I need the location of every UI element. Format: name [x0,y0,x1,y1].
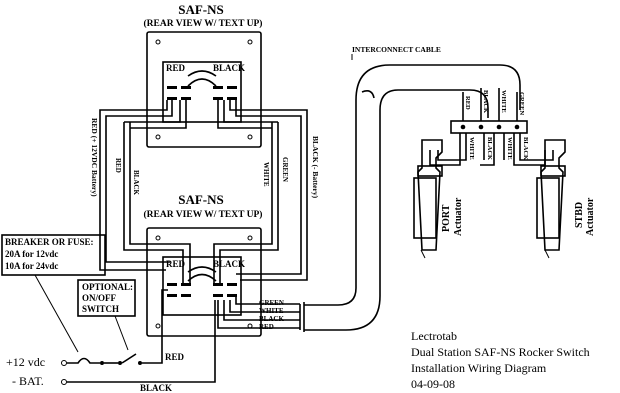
title-line2: Dual Station SAF-NS Rocker Switch [411,345,590,359]
junction-bottom-black-1: BLACK [486,137,493,160]
right-supply-label: BLACK (- Battery) [311,136,320,199]
top-switch: SAF-NS (REAR VIEW W/ TEXT UP) RED BLACK [144,2,263,148]
bottom-switch: SAF-NS (REAR VIEW W/ TEXT UP) RED BLACK [144,192,263,337]
stbd-actuator-label: Actuator [585,197,596,236]
bottom-switch-red-label: RED [166,259,186,269]
cable-label: INTERCONNECT CABLE [352,45,441,54]
stbd-actuator: STBD Actuator [536,139,596,259]
junction-top-red: RED [464,96,471,110]
junction-top-white: WHITE [500,90,507,113]
bottom-switch-terminals [167,266,237,297]
top-switch-title: SAF-NS [178,2,224,17]
optional-switch-note: OPTIONAL: ON/OFF SWITCH [77,279,136,351]
bottom-switch-plate [146,227,262,337]
optional-line2: ON/OFF [82,293,116,303]
inter-switch-wiring [99,100,308,283]
interconnect-cable: INTERCONNECT CABLE [304,45,521,331]
junction-top-black: BLACK [482,90,489,113]
plus-12vdc-label: +12 vdc [6,355,45,369]
optional-line1: OPTIONAL: [82,282,133,292]
bottom-switch-subtitle: (REAR VIEW W/ TEXT UP) [144,209,263,220]
port-actuator-label: Actuator [453,197,464,236]
bottom-wire-red: RED [259,323,274,331]
title-line4: 04-09-08 [411,377,455,391]
bottom-wire-black: BLACK [259,315,284,323]
power-input: +12 vdc - BAT. RED BLACK [6,289,216,393]
bottom-output-wires: GREEN WHITE BLACK RED [217,297,305,332]
junction-bottom-white-2: WHITE [506,137,513,160]
junction-top-green: GREEN [518,92,525,115]
bottom-wire-green: GREEN [259,299,284,307]
bottom-switch-body [162,256,242,316]
title-line1: Lectrotab [411,329,457,343]
junction-block: RED BLACK WHITE GREEN WHITE BLACK WHITE … [429,88,554,166]
stbd-label: STBD [574,202,585,228]
top-switch-plate [146,31,262,148]
top-switch-body [162,61,242,123]
port-label: PORT [441,204,452,232]
minus-bat-label: - BAT. [12,374,44,388]
breaker-line2: 20A for 12vdc [5,249,58,259]
bottom-wire-white: WHITE [259,307,284,315]
red-side-label: RED [114,158,122,173]
title-line3: Installation Wiring Diagram [411,361,547,375]
green-side-label: GREEN [281,157,289,182]
top-switch-red-label: RED [166,63,186,73]
breaker-note: BREAKER OR FUSE: 20A for 12vdc 10A for 2… [1,234,106,353]
optional-line3: SWITCH [82,304,119,314]
junction-bottom-white-1: WHITE [468,137,475,160]
port-actuator: PORT Actuator [413,139,464,259]
breaker-line1: BREAKER OR FUSE: [5,237,94,247]
white-side-label: WHITE [262,162,270,187]
power-red-label: RED [165,352,185,362]
junction-bottom-black-2: BLACK [522,137,529,160]
left-supply-label: RED (+ 12VDC Battery) [90,118,99,197]
bottom-switch-black-label: BLACK [213,259,245,269]
breaker-line3: 10A for 24vdc [5,261,58,271]
title-block: Lectrotab Dual Station SAF-NS Rocker Swi… [411,329,590,391]
terminal-strip [450,120,528,134]
black-side-label: BLACK [132,170,140,195]
bottom-switch-title: SAF-NS [178,192,224,207]
top-switch-terminals [167,70,237,100]
top-switch-black-label: BLACK [213,63,245,73]
power-black-label: BLACK [140,383,172,393]
top-switch-subtitle: (REAR VIEW W/ TEXT UP) [144,18,263,29]
